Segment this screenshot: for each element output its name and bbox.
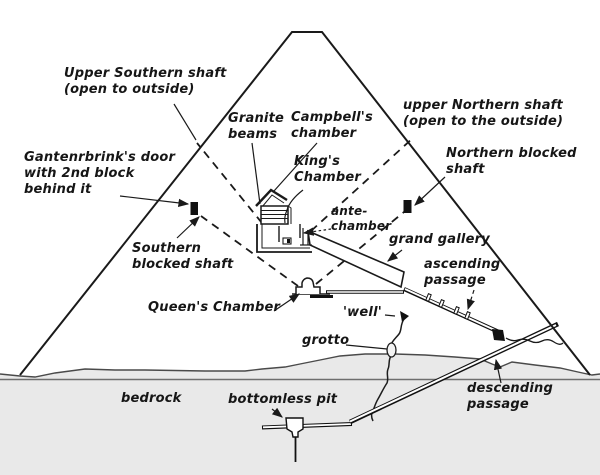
junction-plug: [492, 329, 505, 341]
shaft-southern-blocked: [200, 215, 299, 287]
southern-blocked-shaft-label: Southern blocked shaft: [132, 241, 234, 272]
leader-granite-beams: [251, 142, 261, 205]
shaft-upper-southern: [196, 142, 263, 224]
leader-well: [384, 314, 396, 317]
grand-gallery-shape: [307, 229, 405, 289]
well-label: 'well': [343, 305, 382, 320]
entrance-squiggle: [505, 337, 564, 345]
campbells-chamber-label: Campbell's chamber: [291, 110, 373, 141]
bedrock-label: bedrock: [121, 391, 182, 406]
shaft-upper-northern: [310, 136, 415, 232]
grotto-shape: [386, 342, 397, 358]
ascending-passage-label: ascending passage: [424, 257, 501, 288]
kings-chamber-label: King's Chamber: [294, 154, 362, 185]
grotto-label: grotto: [302, 333, 350, 348]
queens-passage-line: [310, 290, 404, 298]
gantenbrink-door-label: Gantenrbrink's door with 2nd block behin…: [24, 150, 176, 197]
descending-passage-line: [349, 321, 559, 425]
granite-beams-structure: [260, 205, 292, 225]
southern-block: [190, 202, 198, 215]
well-top-arrow: [400, 311, 409, 322]
leader-ascending-passage: [466, 289, 475, 311]
gable-roof: [255, 188, 288, 208]
granite-beams-label: Granite beams: [228, 111, 284, 142]
leader-southern-blocked-shaft: [176, 216, 200, 239]
descending-passage-label: descending passage: [467, 381, 553, 412]
leader-grotto: [345, 344, 388, 350]
leader-bottomless-pit: [271, 407, 283, 418]
bottomless-pit-label: bottomless pit: [228, 392, 338, 407]
ascending-passage-line: [403, 287, 500, 334]
bedrock: [0, 353, 600, 475]
northern-block: [403, 200, 412, 213]
leader-grand-gallery: [387, 249, 403, 262]
leader-upper-southern-shaft: [173, 103, 197, 141]
grand-gallery-label: grand gallery: [389, 232, 490, 247]
pyramid-outline: [19, 31, 591, 376]
subterranean-passage-line: [261, 422, 353, 430]
leader-northern-blocked-shaft: [414, 176, 446, 206]
northern-blocked-shaft-label: Northern blocked shaft: [446, 146, 577, 177]
bottomless-pit-shape: [285, 417, 304, 462]
leader-kings-chamber: [284, 189, 304, 224]
leader-gantenbrink-door: [119, 195, 190, 208]
leader-descending-passage: [493, 358, 503, 384]
shaft-northern-blocked: [315, 211, 405, 285]
leader-queens-chamber: [273, 293, 300, 312]
upper-northern-shaft-label: upper Northern shaft (open to the outsid…: [403, 98, 564, 129]
queens-chamber-label: Queen's Chamber: [148, 300, 281, 315]
antechamber-label: ante- chamber: [331, 204, 392, 233]
leader-campbells-chamber: [273, 142, 318, 192]
upper-southern-shaft-label: Upper Southern shaft (open to outside): [64, 66, 227, 97]
kings-chamber-structure: [255, 188, 312, 253]
kings-chamber-box: [256, 224, 312, 253]
